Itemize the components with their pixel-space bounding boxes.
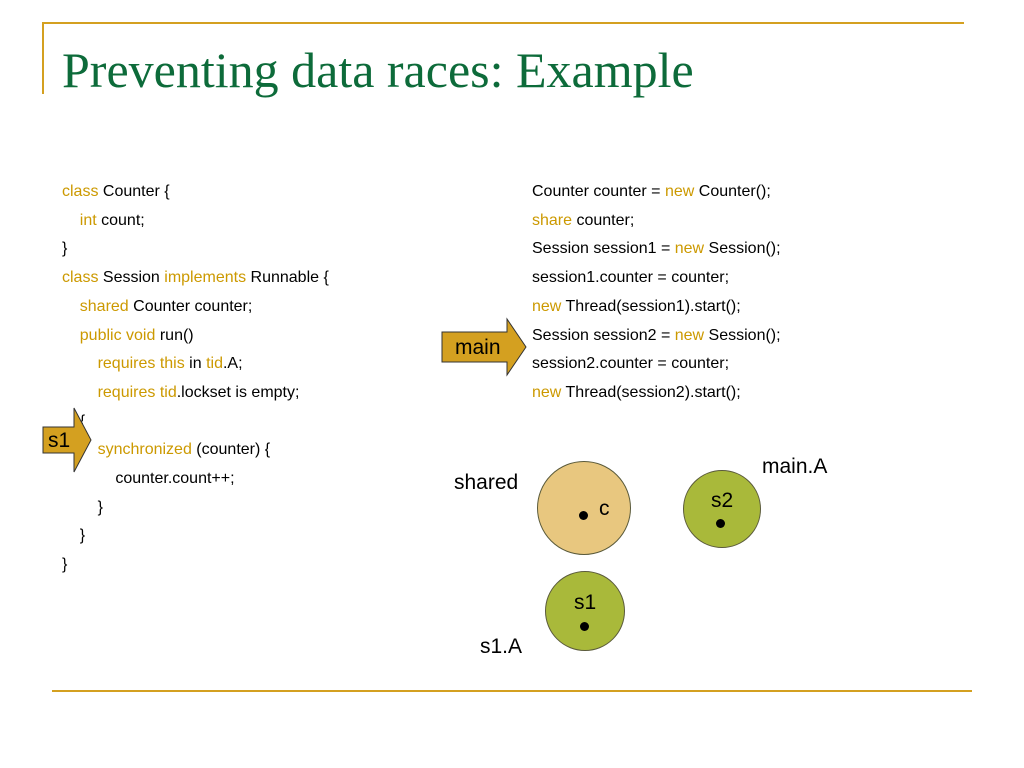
code-keyword: class — [62, 183, 99, 200]
session-code-line: } — [62, 522, 85, 551]
code-text: Session(); — [704, 326, 781, 344]
code-text: Runnable { — [246, 269, 329, 287]
code-text: } — [62, 240, 68, 258]
code-text: Counter counter; — [128, 297, 253, 315]
session-code-line: } — [62, 494, 103, 523]
code-text: Session session1 = — [532, 240, 675, 258]
counter-object-label: c — [599, 497, 610, 520]
session-code-line: class Counter { — [62, 178, 170, 207]
session2-object-dot — [716, 519, 725, 528]
code-block-main: Counter counter = new Counter();share co… — [532, 178, 862, 413]
code-keyword: int — [79, 211, 97, 229]
code-text: (counter) { — [191, 441, 271, 459]
code-text — [62, 355, 98, 372]
shared-region-label: shared — [454, 471, 519, 494]
s1-region-label: s1.A — [480, 635, 523, 658]
code-text: counter.count++; — [62, 470, 235, 487]
code-text: .lockset is empty; — [176, 383, 300, 401]
code-keyword: public void — [79, 326, 156, 344]
code-text: Session(); — [704, 240, 781, 258]
main-arrow-label: main — [455, 336, 501, 359]
session1-object-dot — [580, 622, 589, 631]
main-code-line: Session session2 = new Session(); — [532, 322, 781, 351]
left-rule — [42, 22, 44, 94]
s1-arrow-shape — [42, 407, 92, 473]
code-text — [62, 327, 80, 344]
main-code-line: new Thread(session2).start(); — [532, 379, 741, 408]
session-code-line: public void run() — [62, 322, 194, 351]
session-code-line: class Session implements Runnable { — [62, 264, 329, 293]
session2-object-label: s2 — [711, 489, 734, 512]
code-text: Session — [98, 269, 165, 287]
code-keyword: synchronized — [97, 441, 192, 459]
code-text — [62, 212, 80, 229]
session-code-line: } — [62, 235, 67, 264]
code-text: } — [62, 527, 86, 545]
main-arrow-shape — [441, 317, 527, 377]
session-code-line: { — [62, 408, 85, 437]
code-keyword: share — [532, 211, 573, 229]
code-text: count; — [96, 211, 145, 229]
slide-title: Preventing data races: Example — [62, 42, 694, 98]
code-block-session-class: class Counter { int count;} class Session… — [62, 178, 462, 588]
session-code-line: } — [62, 551, 67, 580]
session1-object-label: s1 — [574, 591, 597, 614]
bottom-rule — [52, 690, 972, 692]
main-code-line: Session session1 = new Session(); — [532, 235, 781, 264]
main-code-line: session2.counter = counter; — [532, 350, 729, 379]
main-region-circle — [683, 470, 761, 548]
code-keyword: implements — [164, 269, 247, 287]
code-text: Counter counter = — [532, 183, 665, 200]
code-keyword: new — [664, 183, 695, 200]
top-rule — [42, 22, 964, 24]
session-code-line: requires tid.lockset is empty; — [62, 379, 300, 408]
code-text: } — [62, 498, 103, 516]
session-code-line: synchronized (counter) { — [62, 436, 271, 465]
code-keyword: requires — [97, 383, 156, 401]
code-text: counter; — [572, 211, 635, 229]
s1-arrow-label: s1 — [48, 429, 71, 452]
code-text: session2.counter = counter; — [532, 355, 730, 373]
shared-region-circle — [537, 461, 631, 555]
main-code-line: new Thread(session1).start(); — [532, 293, 741, 322]
code-text: run() — [155, 326, 194, 344]
main-thread-arrow — [441, 317, 527, 377]
code-keyword: new — [674, 326, 705, 344]
main-code-line: Counter counter = new Counter(); — [532, 178, 771, 207]
code-keyword: tid — [159, 383, 177, 401]
code-text: in — [184, 355, 207, 373]
code-text: { — [62, 413, 85, 430]
code-text: Thread(session1).start(); — [561, 297, 741, 315]
main-region-label: main.A — [762, 455, 828, 478]
code-keyword: new — [674, 240, 705, 258]
session-code-line: shared Counter counter; — [62, 293, 253, 322]
code-text: session1.counter = counter; — [532, 269, 730, 287]
code-keyword: tid — [206, 355, 223, 373]
code-keyword: shared — [79, 297, 129, 315]
code-keyword: new — [532, 297, 562, 315]
code-text: } — [62, 556, 68, 574]
s1-region-circle — [545, 571, 625, 651]
code-text — [62, 298, 80, 315]
code-text — [62, 384, 98, 401]
code-text: Thread(session2).start(); — [561, 383, 741, 401]
code-text: Counter { — [98, 183, 170, 200]
main-code-line: share counter; — [532, 207, 634, 236]
session-code-line: int count; — [62, 207, 145, 236]
code-text: Session session2 = — [532, 326, 675, 344]
code-keyword: new — [532, 383, 562, 401]
code-keyword: class — [62, 269, 99, 287]
main-code-line: session1.counter = counter; — [532, 264, 729, 293]
code-text: Counter(); — [694, 183, 771, 200]
code-keyword: requires this — [97, 355, 185, 373]
session-code-line: counter.count++; — [62, 465, 235, 494]
counter-object-dot — [579, 511, 588, 520]
code-text: .A; — [222, 355, 243, 373]
session-code-line: requires this in tid.A; — [62, 350, 243, 379]
s1-thread-arrow — [42, 407, 92, 473]
